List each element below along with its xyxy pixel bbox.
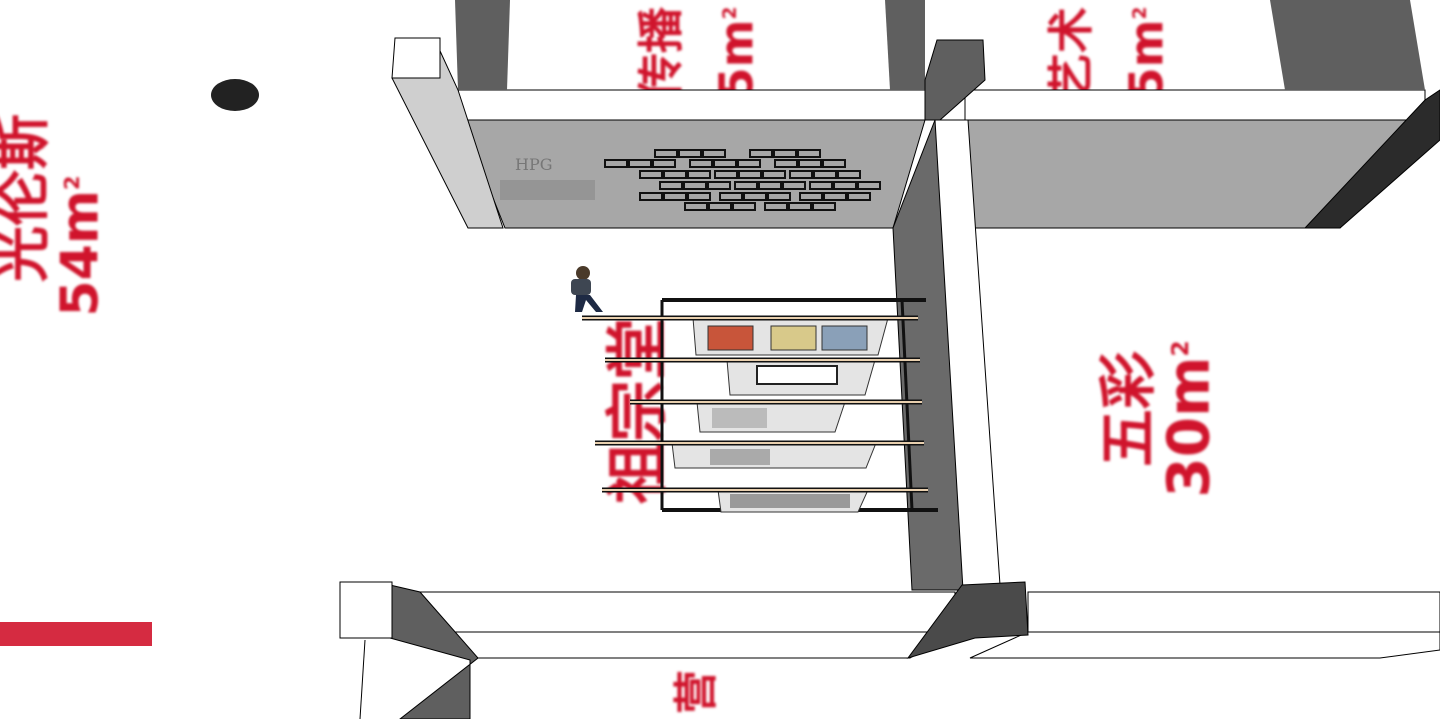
brick-mark [773,149,797,158]
poster-panel [671,442,877,469]
brick-mark [738,170,762,179]
display-rack [582,298,938,513]
wall-shadow-right [1303,89,1440,229]
logo-mark: HPG [515,155,553,174]
brick-mark [764,202,788,211]
wall-edge [359,639,366,719]
poster-image [712,408,767,428]
column-bottom-mid [906,581,1029,659]
brick-mark [774,159,798,168]
brick-mark [837,170,861,179]
poster-image [707,325,754,351]
brick-mark [767,192,791,201]
wall-top-right [964,89,1426,121]
wall-panel-graphic: HPG [515,149,881,211]
column-bottom-left [389,584,479,719]
floor-object [211,79,259,111]
brick-mark [663,170,687,179]
brick-mark [798,159,822,168]
brick-mark [689,159,713,168]
wall-bottom-top-right [1027,591,1440,633]
column-bottom-left-cap [339,581,393,639]
brick-mark [604,159,628,168]
brick-mark [762,170,786,179]
brick-mark [652,159,676,168]
red-strip [0,622,152,646]
brick-mark [812,202,836,211]
brick-mark [822,159,846,168]
brick-mark [708,202,732,211]
brick-mark [813,170,837,179]
brick-mark [833,181,857,190]
brick-mark [789,170,813,179]
brick-mark [714,170,738,179]
brick-mark [809,181,833,190]
column-top-left-cap [391,37,441,79]
brick-mark [713,159,737,168]
wall-bottom-front [419,631,957,659]
wall-panel-top-left [461,119,926,229]
poster-image [770,325,817,351]
brick-mark [707,181,731,190]
brick-mark [797,149,821,158]
poster-image [730,494,850,508]
brick-mark [702,149,726,158]
brick-mark [847,192,871,201]
brick-mark [782,181,806,190]
wall-back-3 [1270,0,1425,90]
brick-mark [857,181,881,190]
brick-mark [639,192,663,201]
brick-mark [639,170,663,179]
brick-mark [758,181,782,190]
brick-mark [683,181,707,190]
brick-mark [684,202,708,211]
wall-panel-text [500,180,595,200]
brick-mark [663,192,687,201]
person-figure [571,266,603,312]
poster-image [756,365,838,385]
brick-mark [628,159,652,168]
wall-top-left [457,89,926,121]
brick-mark [687,170,711,179]
wall-back-1 [455,0,510,90]
brick-mark [732,202,756,211]
brick-mark [799,192,823,201]
brick-mark [749,149,773,158]
wall-bottom-front-right [969,631,1440,659]
brick-mark [719,192,743,201]
brick-mark [743,192,767,201]
brick-mark [659,181,683,190]
brick-mark [654,149,678,158]
brick-mark [788,202,812,211]
poster-image [710,449,770,465]
wall-bottom-top [419,591,956,633]
wall-back-2 [885,0,925,90]
brick-mark [823,192,847,201]
poster-image [821,325,868,351]
brick-mark [737,159,761,168]
brick-mark [687,192,711,201]
brick-mark [678,149,702,158]
brick-mark [734,181,758,190]
